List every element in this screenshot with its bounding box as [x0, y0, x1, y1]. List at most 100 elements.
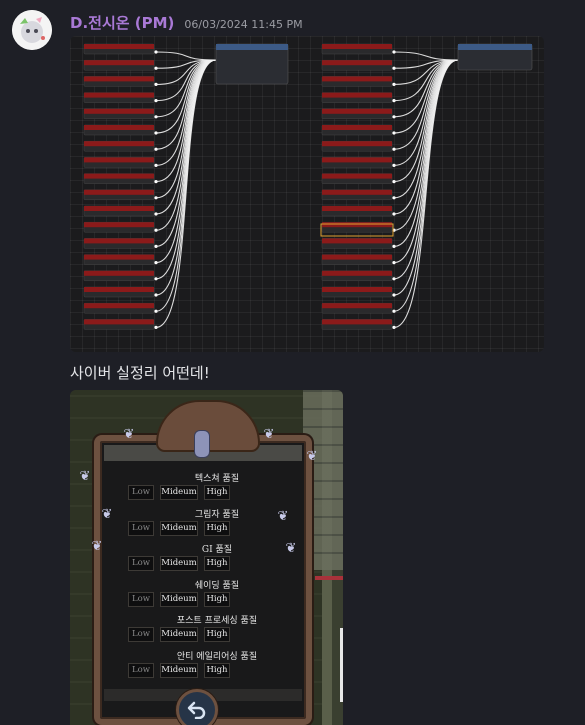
fleur-icon: ❦ — [91, 539, 103, 554]
option-low[interactable]: Low — [128, 591, 154, 607]
blueprint-node-header — [322, 125, 392, 130]
blueprint-wire — [155, 59, 217, 280]
option-mid[interactable]: Mideum — [160, 627, 198, 643]
option-low[interactable]: Low — [128, 627, 154, 643]
setting-title: 그림자 품질 — [194, 509, 240, 520]
fleur-icon: ❦ — [79, 469, 91, 484]
blueprint-node-header — [84, 254, 154, 260]
option-high[interactable]: High — [204, 627, 230, 643]
blueprint-node-header — [322, 287, 392, 292]
blueprint-node-header — [84, 157, 154, 163]
blueprint-node-header — [84, 173, 154, 179]
setting-title: 포스트 프로세싱 품질 — [176, 616, 258, 627]
username[interactable]: D.전시온 (PM) — [70, 14, 175, 32]
blueprint-node-header — [322, 206, 392, 211]
blueprint-node-header — [322, 319, 392, 325]
option-low[interactable]: Low — [128, 520, 154, 536]
health-bar — [315, 576, 343, 580]
blueprint-node-header — [322, 238, 392, 244]
timestamp: 06/03/2024 11:45 PM — [184, 18, 303, 31]
option-mid[interactable]: Mideum — [160, 591, 198, 607]
option-high[interactable]: High — [204, 662, 230, 678]
blueprint-target-header — [216, 44, 288, 50]
option-low[interactable]: Low — [128, 485, 154, 500]
blueprint-wire — [155, 51, 217, 61]
blueprint-graph — [83, 43, 533, 330]
blueprint-target-header — [458, 44, 532, 50]
blueprint-wire — [155, 59, 217, 264]
blueprint-wire — [393, 59, 459, 328]
blueprint-node-header — [322, 157, 392, 163]
blueprint-selected-node — [320, 223, 394, 237]
blueprint-node-header — [322, 76, 392, 82]
option-mid[interactable]: Mideum — [160, 485, 198, 500]
setting-row-shadow: 그림자 품질 Low Mideum High — [122, 506, 312, 542]
blueprint-node-header — [84, 189, 154, 195]
blueprint-node-header — [322, 173, 392, 179]
blueprint-node-header — [322, 44, 392, 49]
option-high[interactable]: High — [204, 520, 230, 536]
setting-title: GI 품질 — [201, 545, 233, 556]
blueprint-wire — [155, 59, 217, 231]
fleur-icon: ❦ — [306, 449, 318, 464]
blueprint-node-header — [322, 108, 392, 114]
blueprint-node-header — [84, 60, 154, 66]
setting-row-texture: 텍스쳐 품질 Low Mideum High — [122, 470, 312, 506]
blueprint-node-header — [84, 108, 154, 114]
scroll-edge — [340, 628, 343, 702]
blueprint-node-header — [84, 319, 154, 325]
blueprint-node-header — [84, 287, 154, 292]
fleur-icon: ❦ — [263, 427, 275, 442]
setting-row-antialiasing: 안티 에일리어싱 품질 Low Mideum High — [122, 648, 312, 684]
avatar-icon — [12, 10, 52, 50]
blueprint-image-attachment[interactable] — [70, 36, 544, 352]
option-high[interactable]: High — [204, 556, 230, 572]
setting-title: 텍스쳐 품질 — [194, 474, 240, 484]
blueprint-wire — [393, 59, 459, 264]
fleur-icon: ❦ — [101, 507, 113, 522]
setting-row-gi: GI 품질 Low Mideum High — [122, 541, 312, 577]
blueprint-node-header — [322, 303, 392, 309]
option-low[interactable]: Low — [128, 556, 154, 572]
option-high[interactable]: High — [204, 485, 230, 500]
option-mid[interactable]: Mideum — [160, 662, 198, 678]
back-button[interactable] — [176, 689, 218, 725]
option-mid[interactable]: Mideum — [160, 556, 198, 572]
blueprint-node-header — [84, 238, 154, 244]
blueprint-node-header — [84, 270, 154, 276]
option-high[interactable]: High — [204, 591, 230, 607]
setting-title: 쉐이딩 품질 — [194, 580, 240, 591]
blueprint-node-header — [84, 141, 154, 147]
blueprint-wire — [393, 59, 459, 280]
fleur-icon: ❦ — [123, 427, 135, 442]
setting-title: 안티 에일리어싱 품질 — [176, 651, 258, 662]
blueprint-wire — [155, 59, 217, 328]
blueprint-node-header — [322, 60, 392, 66]
blueprint-wire — [393, 59, 459, 231]
blueprint-node-header — [322, 254, 392, 260]
blueprint-node-header — [84, 92, 154, 98]
option-mid[interactable]: Mideum — [160, 520, 198, 536]
blueprint-node-header — [322, 189, 392, 195]
game-settings-image-attachment[interactable]: ❦ ❦ ❦ ❦ ❦ ❦ ❦ ❦ 텍스쳐 품질 Low Mideum High 그… — [70, 390, 343, 725]
blueprint-node-header — [84, 206, 154, 211]
setting-row-postprocess: 포스트 프로세싱 품질 Low Mideum High — [122, 612, 312, 648]
blueprint-node-header — [84, 44, 154, 49]
blueprint-node-header — [84, 303, 154, 309]
blueprint-node-header — [322, 92, 392, 98]
message-header: D.전시온 (PM) 06/03/2024 11:45 PM — [70, 12, 303, 34]
blueprint-node-header — [84, 76, 154, 82]
setting-row-shading: 쉐이딩 품질 Low Mideum High — [122, 577, 312, 613]
fleur-icon: ❦ — [277, 509, 289, 524]
blueprint-wire — [393, 51, 459, 61]
avatar[interactable] — [12, 10, 52, 50]
blueprint-node-header — [84, 222, 154, 228]
crest-gem-icon — [194, 430, 210, 458]
option-low[interactable]: Low — [128, 662, 154, 678]
blueprint-node-header — [322, 141, 392, 147]
blueprint-node-header — [322, 270, 392, 276]
message-text: 사이버 실정리 어떤데! — [70, 364, 210, 382]
blueprint-node-header — [84, 125, 154, 130]
settings-list: 텍스쳐 품질 Low Mideum High 그림자 품질 Low Mideum… — [122, 470, 312, 684]
blueprint-node-header — [322, 222, 392, 228]
